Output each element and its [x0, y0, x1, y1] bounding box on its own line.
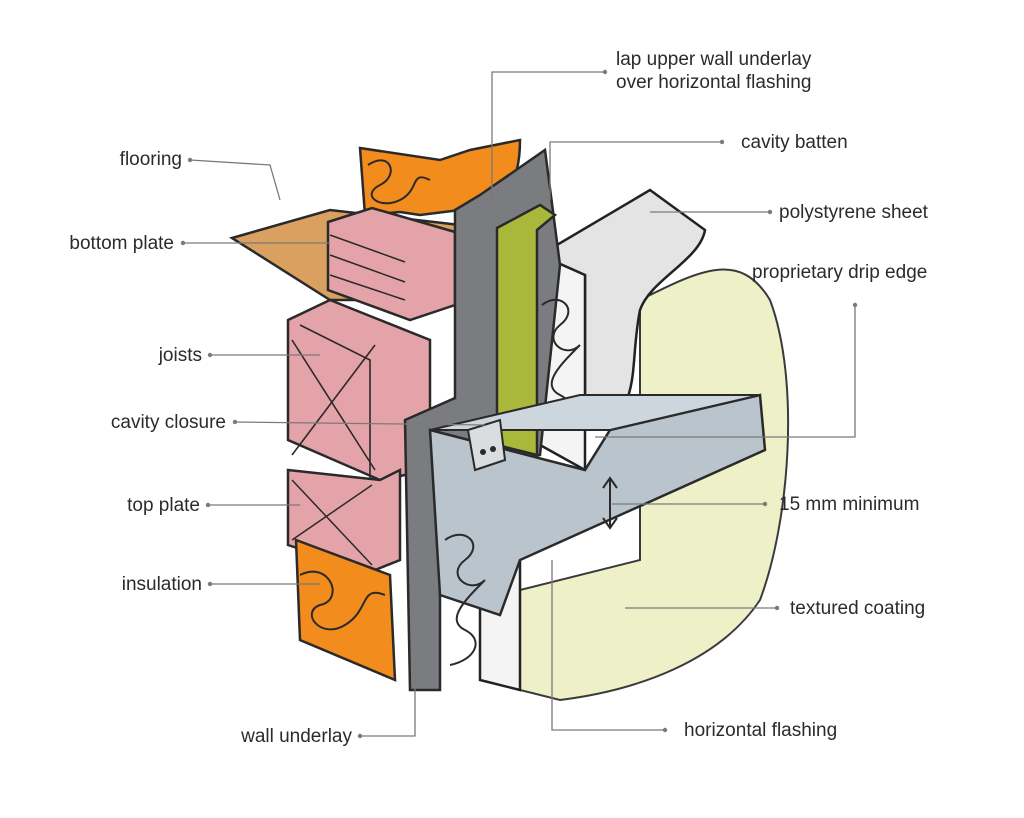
leader-dots — [180, 69, 858, 739]
lower-insulation-squiggle — [299, 570, 386, 631]
leader-lines — [183, 71, 856, 737]
label-textured-coating: textured coating — [790, 598, 926, 619]
lower-cavity-squiggles — [444, 533, 486, 666]
label-lap-upper-wall-underlay: lap upper wall underlay over horizontal … — [616, 48, 856, 94]
min-gap-dimension — [602, 476, 618, 530]
joist-cross-grain — [291, 324, 376, 480]
label-lap-upper-line1: lap upper wall underlay — [616, 49, 812, 70]
label-cavity-closure: cavity closure — [110, 412, 226, 433]
label-lap-upper-line2: over horizontal flashing — [616, 72, 812, 93]
label-cavity-batten: cavity batten — [741, 132, 848, 153]
label-horizontal-flashing: horizontal flashing — [684, 720, 838, 741]
top-plate-grain — [291, 479, 373, 566]
label-bottom-plate: bottom plate — [69, 233, 174, 254]
label-flooring: flooring — [119, 149, 182, 170]
horizontal-flashing-shape — [428, 393, 767, 617]
label-polystyrene-sheet: polystyrene sheet — [779, 202, 928, 223]
bottom-plate-grain — [329, 234, 406, 301]
label-insulation: insulation — [121, 574, 202, 595]
label-joists: joists — [158, 345, 202, 366]
label-proprietary-drip-edge: proprietary drip edge — [752, 262, 928, 283]
label-top-plate: top plate — [127, 495, 200, 516]
lower-insulation-shape — [294, 538, 397, 682]
label-wall-underlay: wall underlay — [241, 726, 352, 747]
upper-insulation-squiggle — [367, 159, 431, 205]
flashing-top-face — [429, 394, 761, 431]
cavity-closure-shape — [466, 418, 507, 472]
label-15mm-minimum: 15 mm minimum — [779, 494, 920, 515]
